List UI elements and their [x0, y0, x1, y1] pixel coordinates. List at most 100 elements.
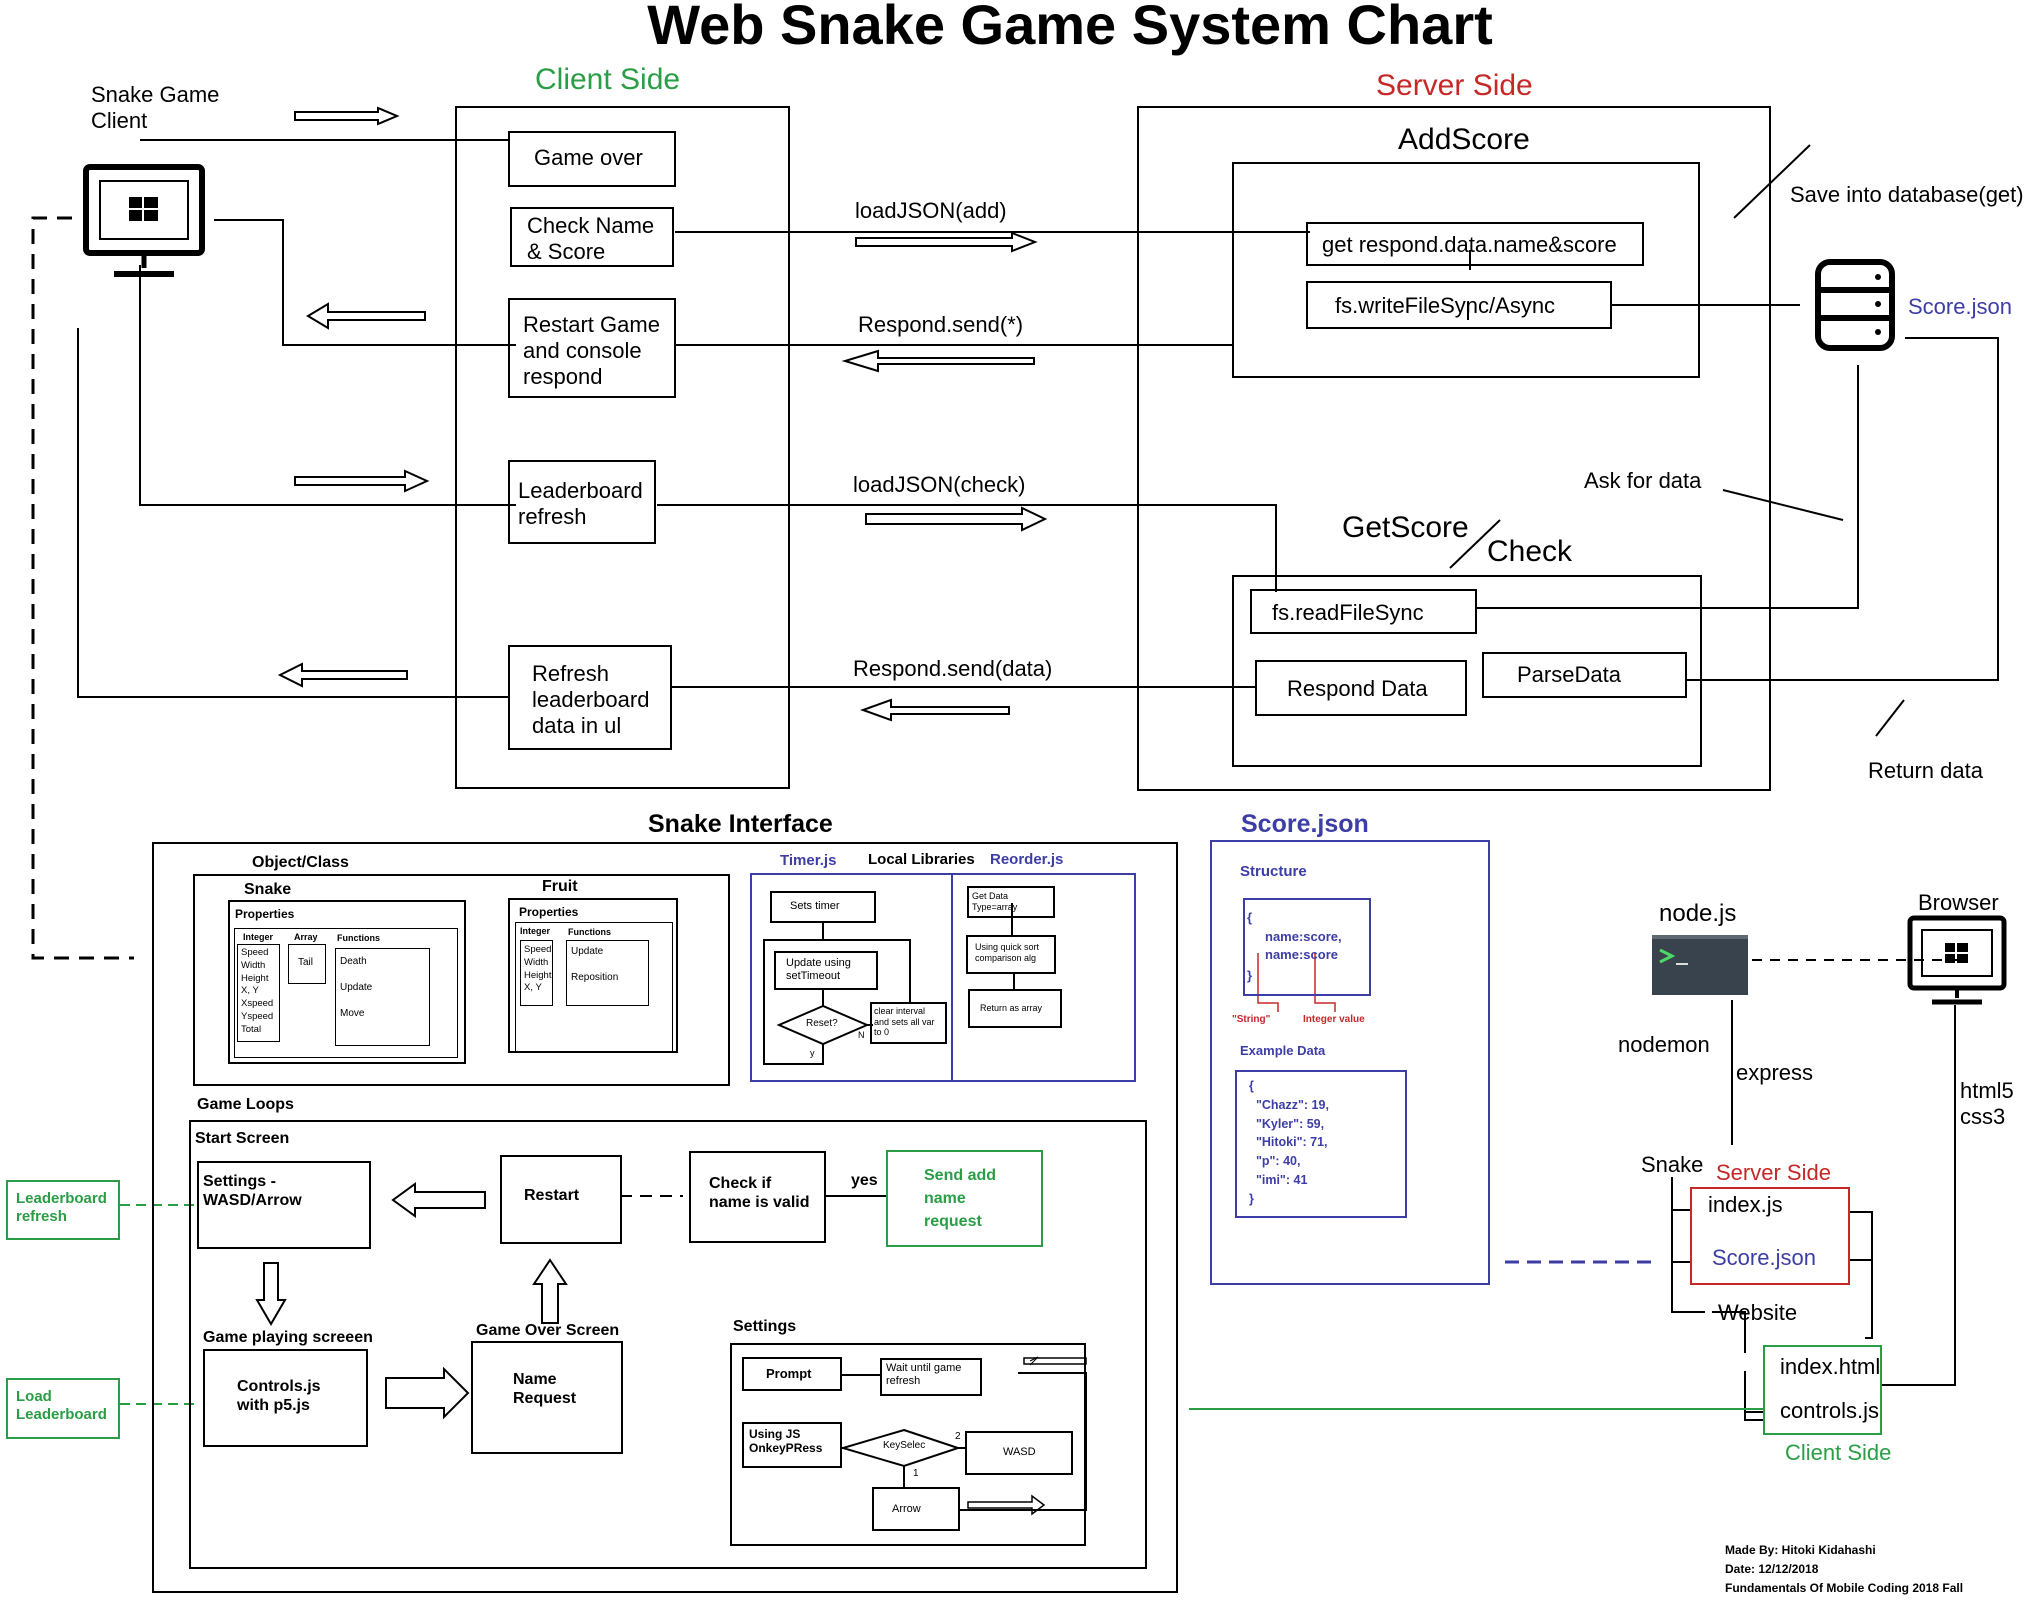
structure-box: { name:score, name:score }: [1243, 898, 1371, 996]
write-file-box: fs.writeFileSync/Async: [1306, 281, 1612, 329]
start-screen-label: Start Screen: [195, 1130, 290, 1147]
score-json-title: Score.json: [1241, 810, 1369, 838]
parse-data-box: ParseData: [1482, 652, 1687, 698]
database-icon: [1815, 259, 1895, 351]
update-timeout-box: Update using setTimeout: [774, 951, 878, 990]
page-title: Web Snake Game System Chart: [647, 0, 1493, 56]
keyselec-two-label: 2: [955, 1431, 961, 1442]
restart-game-box: Restart Game and console respond: [508, 298, 676, 398]
game-over-box: Game over: [508, 131, 676, 187]
getscore-label: GetScore: [1342, 511, 1469, 544]
deploy-score-json-label: Score.json: [1712, 1245, 1816, 1270]
wait-until-box: Wait until game refresh: [880, 1358, 982, 1396]
keyselec-one-label: 1: [913, 1468, 919, 1479]
respond-data-box: Respond Data: [1255, 660, 1467, 716]
game-over-screen-label: Game Over Screen: [476, 1322, 620, 1339]
fruit-int-box: Speed Width Height X, Y: [520, 940, 553, 1006]
fruit-properties-label: Properties: [519, 905, 579, 919]
reset-diamond-label: Reset?: [806, 1018, 838, 1029]
nodemon-label: nodemon: [1618, 1032, 1710, 1057]
sets-timer-box: Sets timer: [770, 891, 876, 923]
addscore-label: AddScore: [1398, 123, 1530, 156]
respond-send-data-label: Respond.send(data): [853, 656, 1053, 681]
example-data-label: Example Data: [1240, 1043, 1326, 1058]
fruit-class-box: [508, 898, 678, 1053]
controls-js-label: controls.js: [1780, 1398, 1880, 1423]
snake-array-label: Array: [294, 932, 318, 942]
snake-interface-box: [152, 842, 1178, 1593]
example-data-box: { "Chazz": 19, "Kyler": 59, "Hitoki": 71…: [1235, 1070, 1407, 1218]
index-html-label: index.html: [1780, 1354, 1881, 1379]
game-loops-box: [189, 1120, 1147, 1569]
load-json-add-label: loadJSON(add): [855, 198, 1007, 223]
snake-integer-label: Integer: [243, 932, 274, 942]
prompt-box: Prompt: [742, 1357, 842, 1391]
game-playing-label: Game playing screeen: [203, 1329, 373, 1346]
snake-interface-title: Snake Interface: [648, 810, 833, 838]
get-data-type-box: Get Data Type=array: [967, 886, 1055, 918]
ask-data-label: Ask for data: [1584, 468, 1702, 493]
structure-label: Structure: [1240, 863, 1307, 880]
deploy-client-side-label: Client Side: [1785, 1440, 1892, 1465]
local-libraries-label: Local Libraries: [868, 851, 975, 868]
name-request-box: Name Request: [471, 1341, 623, 1454]
score-json-db-label: Score.json: [1908, 294, 2012, 319]
wasd-box: WASD: [965, 1431, 1073, 1475]
snake-properties-label: Properties: [235, 907, 295, 921]
client-side-panel: [455, 106, 790, 789]
getscore-box: [1232, 575, 1702, 767]
snake-properties-box: [234, 928, 458, 1058]
snake-root-label: Snake: [1641, 1152, 1704, 1177]
snake-class-box: [228, 900, 466, 1064]
clear-interval-box: clear interval and sets all var to 0: [870, 1002, 947, 1044]
snake-int-box: Speed Width Height X, Y Xspeed Yspeed To…: [237, 944, 280, 1042]
monitor-icon: [83, 164, 205, 277]
snake-class-label: Snake: [244, 881, 292, 898]
server-side-label: Server Side: [1376, 69, 1533, 102]
respond-send-star-label: Respond.send(*): [858, 312, 1024, 337]
check-valid-box: Check if name is valid: [689, 1151, 826, 1243]
load-leaderboard-box: Load Leaderboard: [6, 1378, 120, 1439]
controls-p5-box: Controls.js with p5.js: [203, 1349, 368, 1447]
windows-icon: [129, 197, 1968, 963]
browser-monitor-icon: [1907, 915, 2007, 1005]
game-loops-label: Game Loops: [197, 1096, 294, 1113]
deploy-server-box: [1690, 1187, 1850, 1285]
settings-wasd-box: Settings - WASD/Arrow: [197, 1161, 371, 1249]
return-array-box: Return as array: [968, 989, 1062, 1028]
arrow-box: Arrow: [872, 1487, 960, 1531]
credits-course: Fundamentals Of Mobile Coding 2018 Fall: [1725, 1581, 1964, 1595]
html5-css3-label: html5 css3: [1960, 1078, 2014, 1129]
restart-box: Restart: [500, 1155, 622, 1244]
reorder-js-box: [951, 873, 1136, 1082]
fruit-integer-label: Integer: [520, 926, 551, 936]
settings-label: Settings: [733, 1318, 797, 1335]
yes-label: yes: [851, 1172, 878, 1189]
nodejs-label: node.js: [1659, 900, 1737, 927]
credits-date: Date: 12/12/2018: [1725, 1562, 1819, 1576]
fruit-properties-box: [515, 922, 673, 1052]
fruit-functions-label: Functions: [568, 927, 611, 937]
timer-js-label: Timer.js: [780, 852, 837, 869]
client-label: Snake Game Client: [91, 82, 220, 133]
settings-box: [730, 1343, 1086, 1546]
return-data-label: Return data: [1868, 758, 1983, 783]
save-db-label: Save into database(get): [1790, 182, 2024, 207]
deploy-server-side-label: Server Side: [1716, 1160, 1831, 1185]
send-add-request-box: Send add name request: [886, 1150, 1043, 1247]
express-label: express: [1736, 1060, 1814, 1085]
snake-array-box: Tail: [288, 944, 326, 984]
quick-sort-box: Using quick sort comparison alg: [966, 935, 1056, 974]
using-js-box: Using JS OnkeyPRess: [742, 1422, 842, 1468]
object-class-box: [193, 874, 730, 1086]
leaderboard-refresh-box: Leaderboard refresh: [508, 460, 656, 544]
browser-label: Browser: [1918, 890, 1999, 915]
object-class-label: Object/Class: [252, 854, 349, 871]
keyselec-label: KeySelec: [883, 1440, 926, 1451]
check-name-box: Check Name & Score: [510, 207, 674, 267]
read-file-box: fs.readFileSync: [1250, 589, 1477, 634]
reset-yes-label: y: [810, 1048, 815, 1058]
server-side-panel: [1137, 106, 1771, 791]
